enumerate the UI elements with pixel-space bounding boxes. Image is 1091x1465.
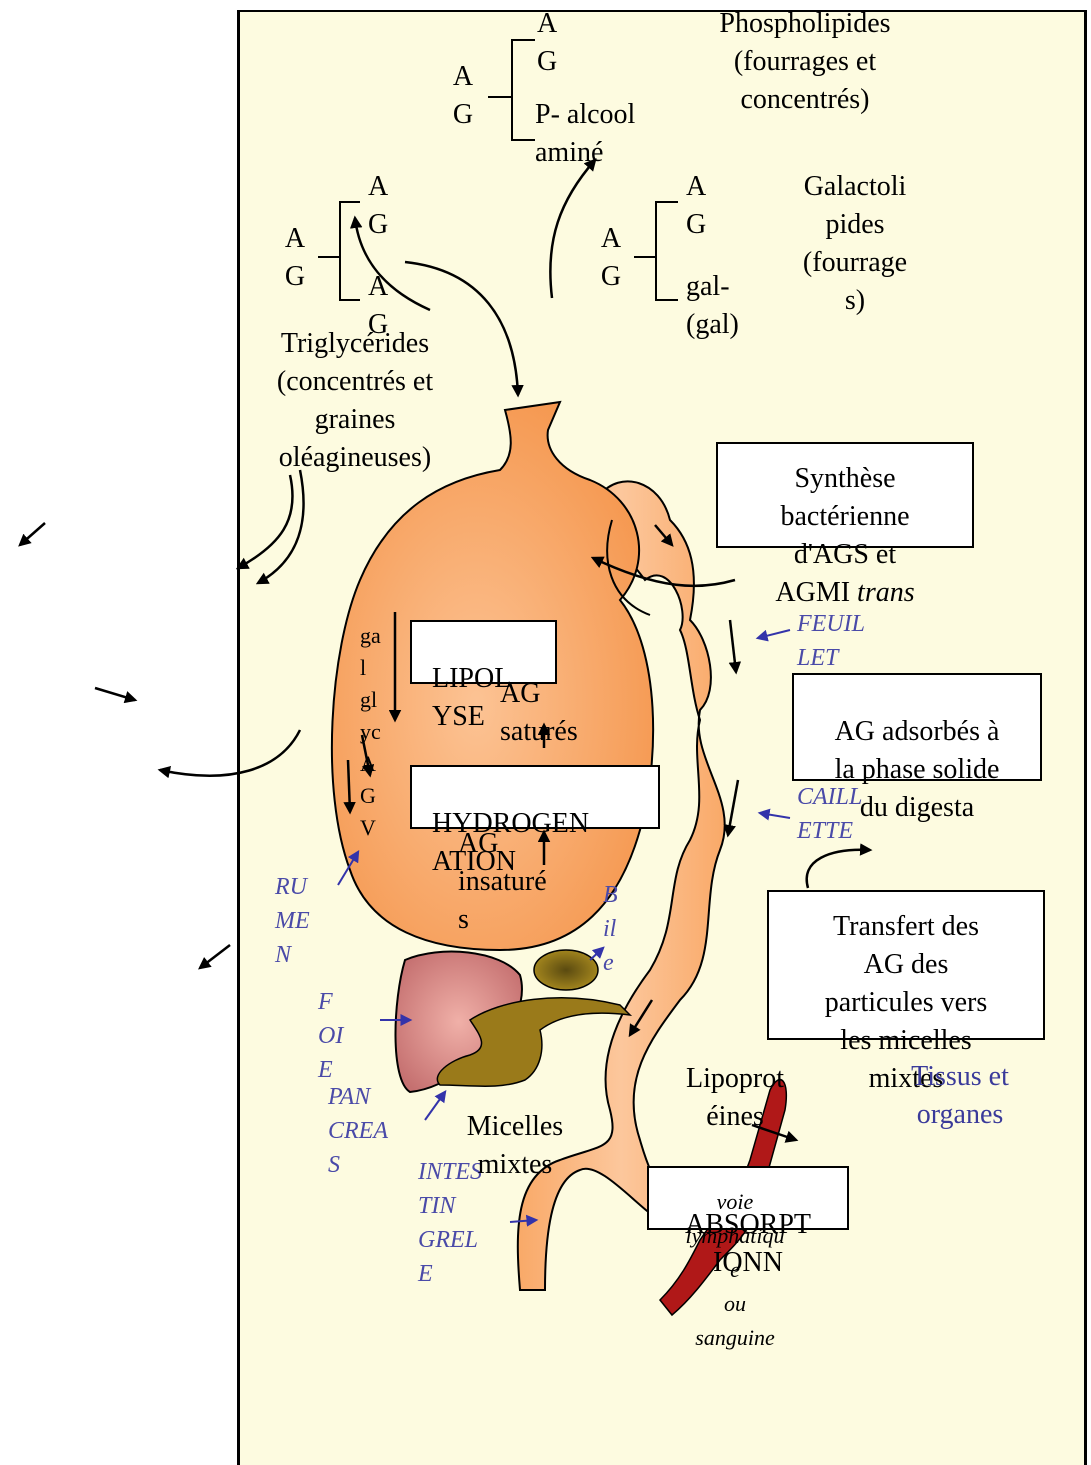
galactolipide-ag-left: A G xyxy=(596,220,626,296)
phospholipide-label: Phospholipides (fourrages et concentrés) xyxy=(680,5,930,119)
triglyceride-bracket xyxy=(318,202,360,300)
hydrogenation-box: HYDROGEN ATION xyxy=(410,765,660,829)
caillette-label: CAILL ETTE xyxy=(797,780,862,848)
phospholipide-ag-top: A G xyxy=(537,5,577,81)
tissus-text: Tissus et organes xyxy=(890,1058,1030,1134)
bile-vesicle xyxy=(534,950,598,990)
lipoproteines-text: Lipoprot éines xyxy=(660,1060,810,1136)
synthese-trans: trans xyxy=(857,577,915,608)
galactolipide-ag-top: A G xyxy=(686,168,726,244)
ag-satures-text: AG saturés xyxy=(500,675,610,751)
galactolipide-label: Galactoli pides (fourrage s) xyxy=(770,168,940,320)
voie-text: voie lymphatiqu e ou sanguine xyxy=(660,1185,810,1355)
bile-label: B il e xyxy=(603,878,618,980)
triglyceride-label: Triglycérides (concentrés et graines olé… xyxy=(240,325,470,477)
phospholipide-bracket xyxy=(488,40,535,140)
phospholipide-alcool: P- alcool aminé xyxy=(535,96,675,172)
triglyceride-ag-left: A G xyxy=(280,220,310,296)
galactolipide-bracket xyxy=(634,202,678,300)
transfert-box: Transfert des AG des particules vers les… xyxy=(767,890,1045,1040)
foie-label: F OI E xyxy=(318,985,343,1087)
feuillet-label: FEUIL LET xyxy=(797,607,865,675)
phospholipide-ag-left: A G xyxy=(448,58,478,134)
triglyceride-ag-top: A G xyxy=(368,168,408,244)
pancreas-label: PAN CREA S xyxy=(328,1080,388,1182)
gal-gly-agv-text: ga l gl yc A G V xyxy=(360,620,400,844)
ag-insatures-text: AG insaturé s xyxy=(458,825,578,939)
galactolipide-gal: gal- (gal) xyxy=(686,268,766,344)
rumen-label: RU ME N xyxy=(275,870,310,972)
synthese-box: Synthèse bactérienne d'AGS et AGMI trans xyxy=(716,442,974,548)
micelles-text: Micelles mixtes xyxy=(440,1108,590,1184)
adsorbes-box: AG adsorbés à la phase solide du digesta xyxy=(792,673,1042,781)
